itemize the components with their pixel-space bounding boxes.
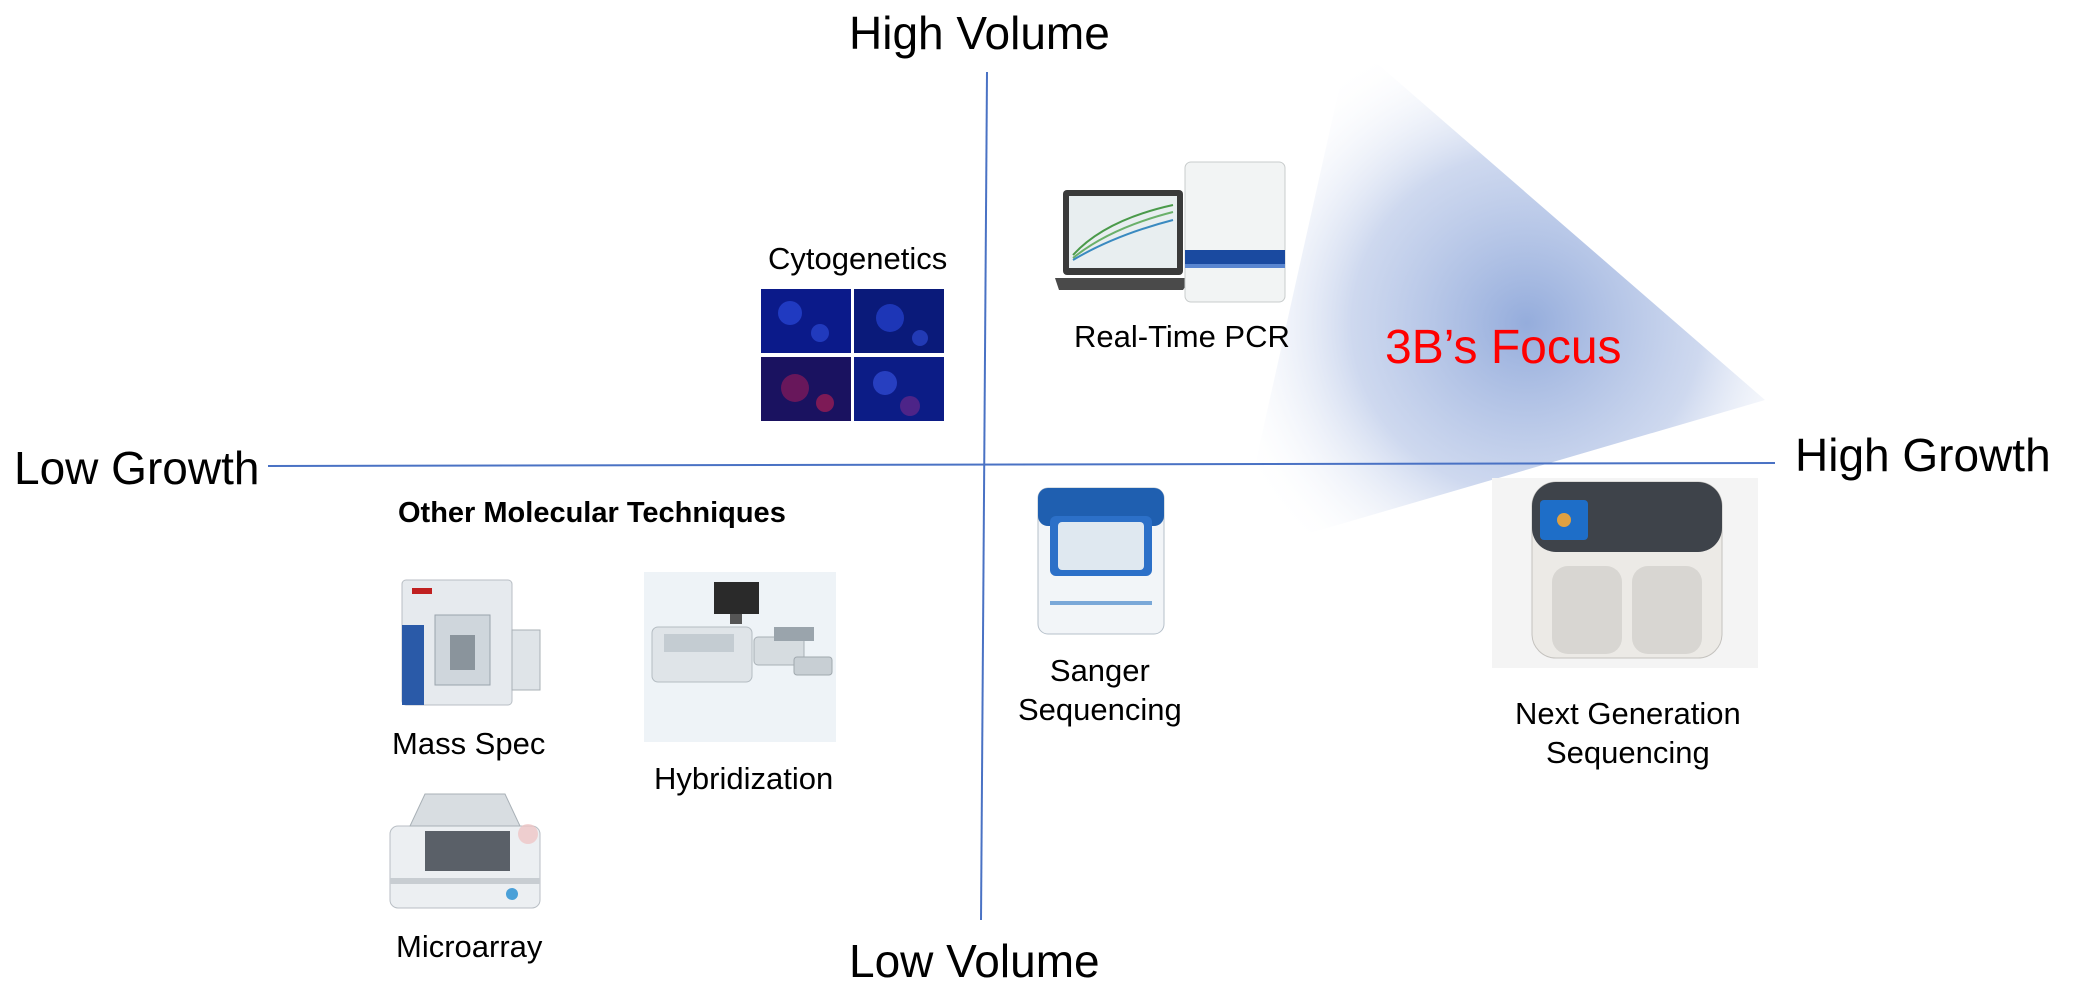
- cytogenetics-label: Cytogenetics: [768, 241, 948, 276]
- ngs-image: [1492, 478, 1758, 668]
- cytogenetics-image: [760, 288, 945, 422]
- axis-label-high-growth: High Growth: [1795, 429, 2051, 481]
- real-time-pcr-image: [1055, 161, 1286, 303]
- sanger-label: Sanger Sequencing: [1018, 652, 1182, 730]
- real-time-pcr-label: Real-Time PCR: [1074, 319, 1290, 354]
- mass-spec-image: [401, 579, 541, 706]
- focus-triangle: [1235, 40, 1765, 555]
- axis-label-low-volume: Low Volume: [849, 935, 1100, 987]
- axis-label-high-volume: High Volume: [849, 7, 1110, 59]
- vertical-axis: [980, 71, 988, 921]
- ngs-label: Next Generation Sequencing: [1515, 695, 1741, 773]
- sanger-label-line1: Sanger: [1049, 653, 1150, 688]
- hybridization-label: Hybridization: [654, 761, 834, 796]
- hybridization-image: [644, 572, 836, 742]
- other-techniques-heading: Other Molecular Techniques: [398, 497, 786, 529]
- microarray-label: Microarray: [396, 929, 543, 964]
- microarray-image: [389, 793, 541, 909]
- horizontal-axis: [267, 462, 1776, 467]
- axis-label-low-growth: Low Growth: [14, 442, 260, 494]
- ngs-label-line1: Next Generation: [1515, 696, 1741, 731]
- focus-label: 3B’s Focus: [1385, 321, 1622, 374]
- sanger-label-line2: Sequencing: [1018, 691, 1182, 727]
- sanger-image: [1037, 487, 1165, 635]
- mass-spec-label: Mass Spec: [392, 726, 546, 761]
- ngs-label-line2: Sequencing: [1545, 734, 1710, 770]
